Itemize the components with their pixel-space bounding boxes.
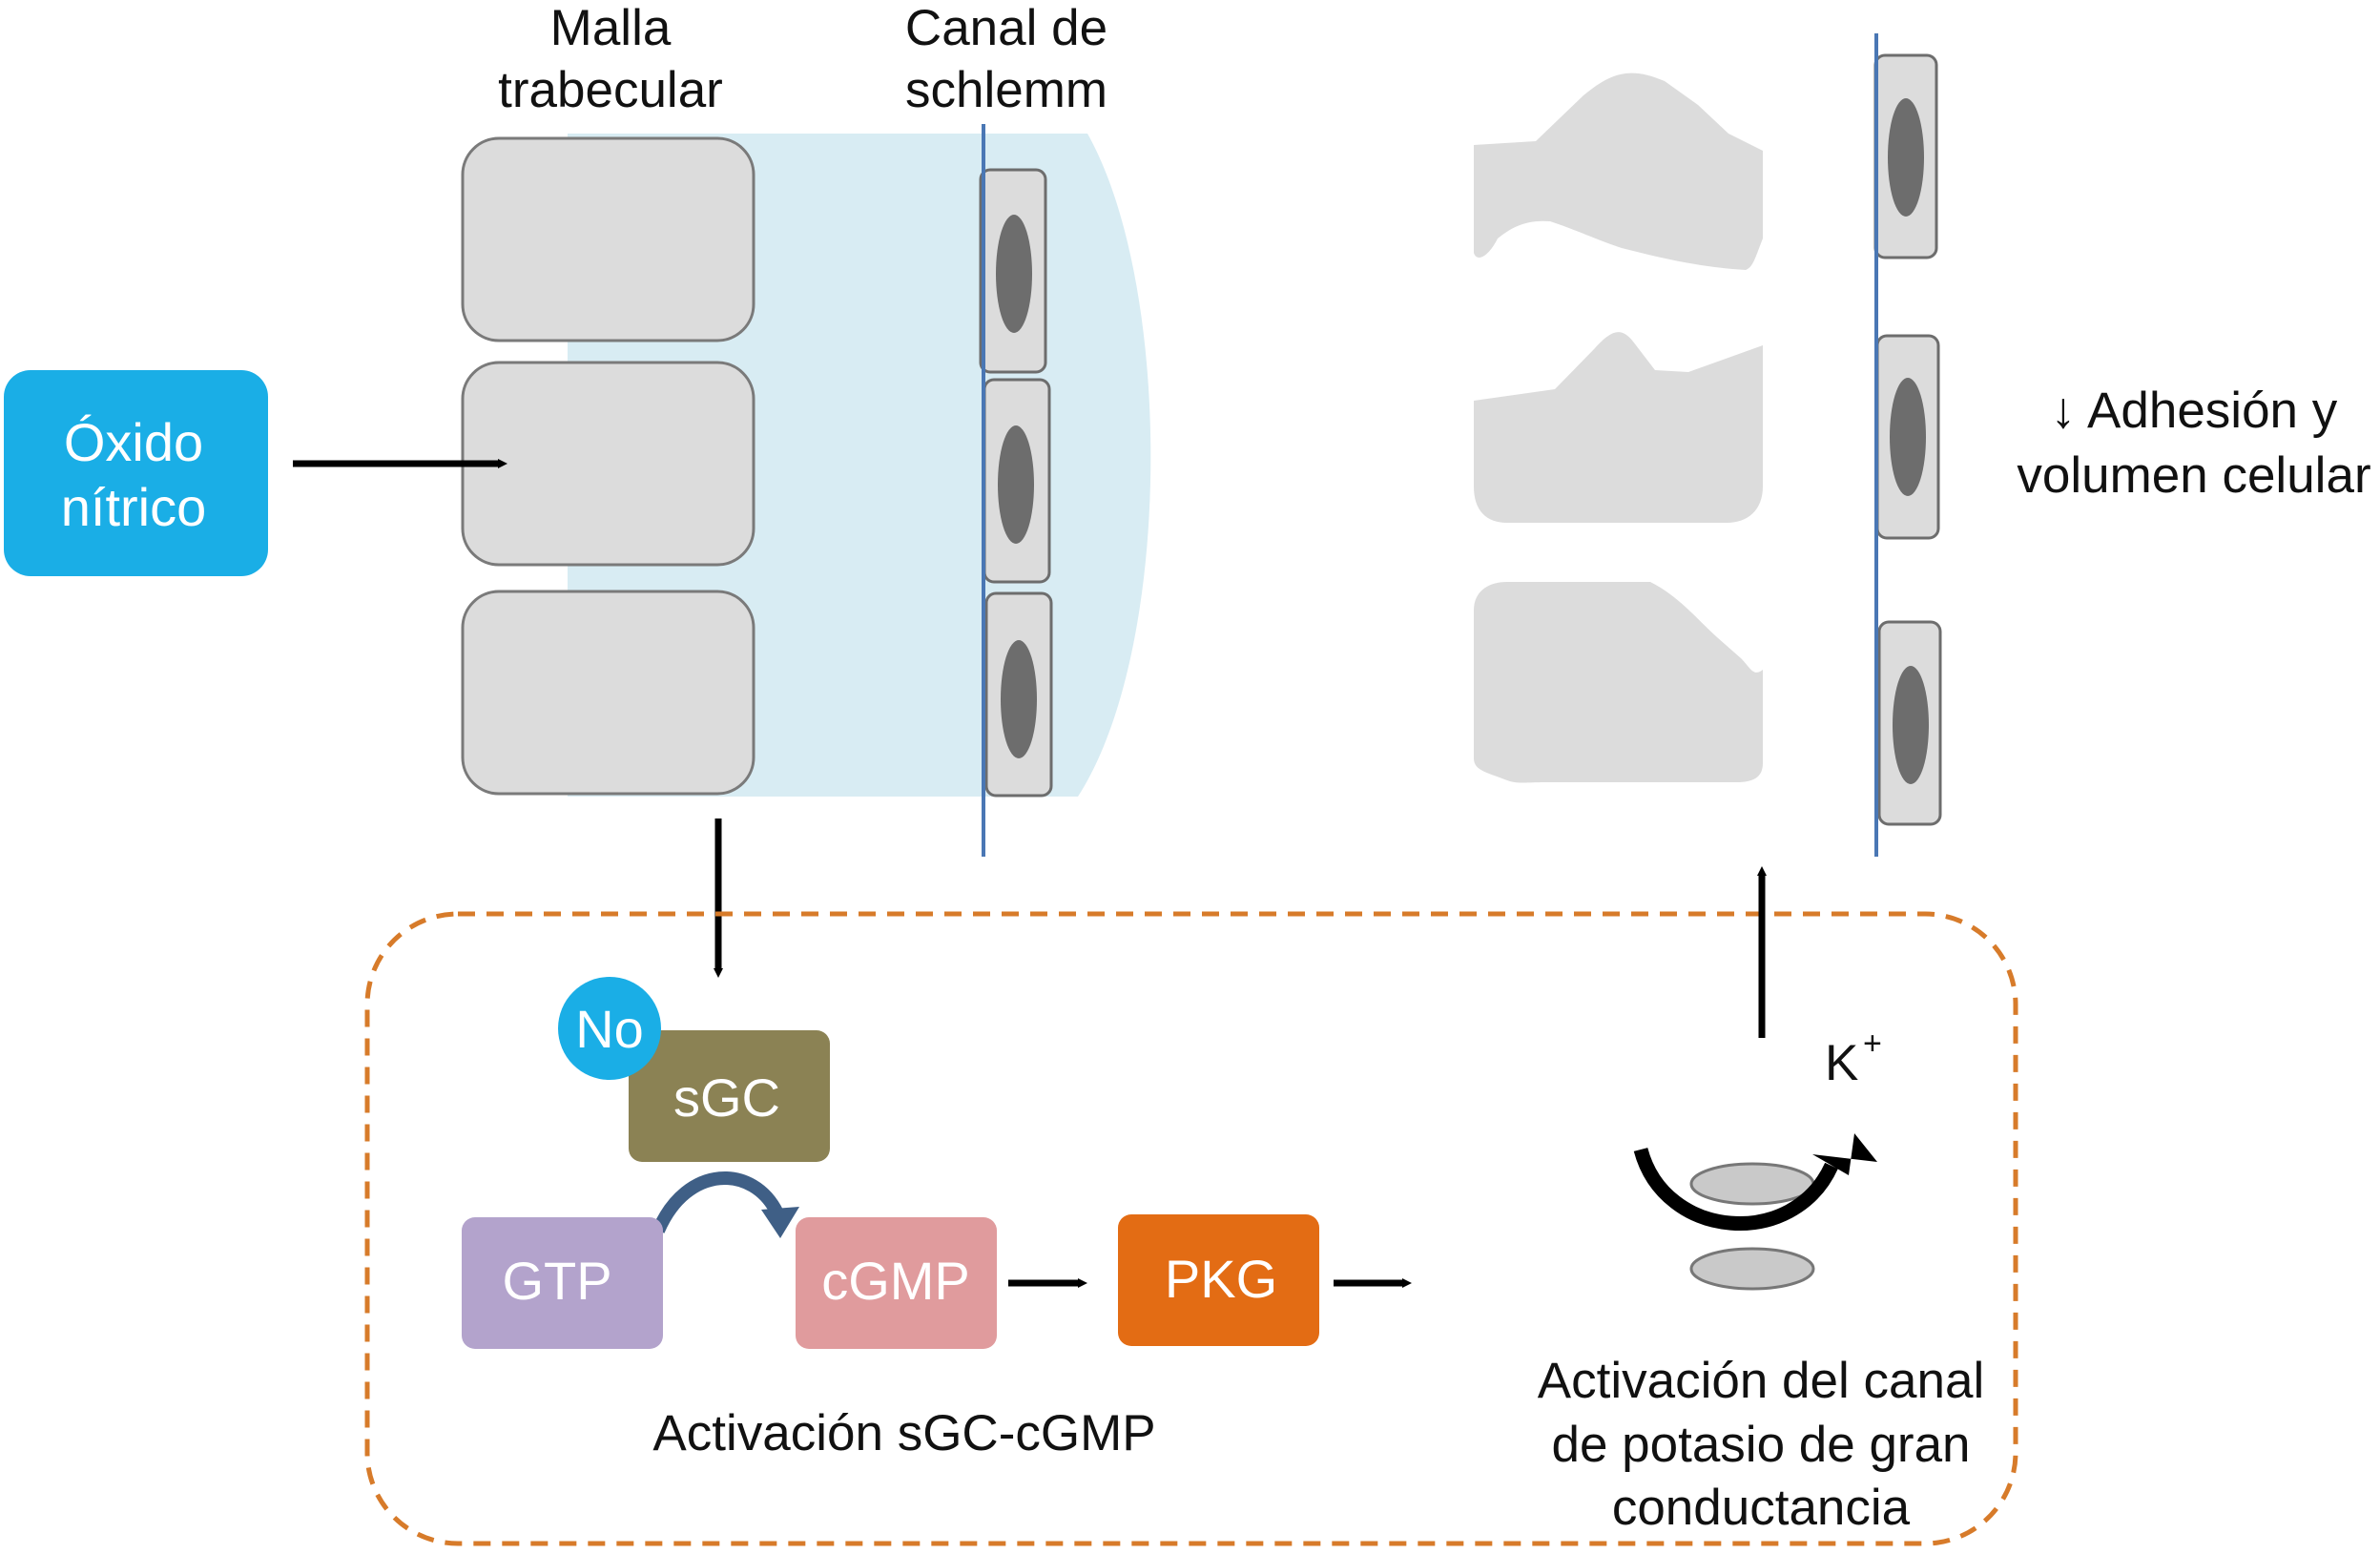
cgmp-box: cGMP [796,1217,997,1349]
shrunken-cell [1474,582,1763,783]
potassium-channel-icon [1633,1133,1877,1291]
svg-text:No: No [575,999,644,1059]
pkg-box: PKG [1118,1214,1319,1346]
svg-text:conductancia: conductancia [1612,1480,1911,1536]
relaxed-trabecular-cells [1474,73,1763,783]
svg-text:de potasio de gran: de potasio de gran [1551,1417,1970,1473]
svg-text:cGMP: cGMP [821,1251,970,1311]
cell-nucleus [1888,98,1924,217]
svg-text:sGC: sGC [673,1067,780,1128]
signaling-pathway-box [364,911,2018,1546]
cell-nucleus [1893,666,1929,784]
endothelial-cells-right [1873,53,1942,826]
svg-text:Activación del canal: Activación del canal [1538,1353,1984,1409]
endothelial-cells-left [979,168,1053,798]
svg-text:K: K [1825,1035,1858,1091]
trabecular-cell [461,590,755,796]
svg-text:Óxido: Óxido [64,412,203,472]
cell-nucleus [1001,640,1037,758]
trabecular-cells [461,136,755,796]
schlemm-canal-label: Canal de schlemm [905,0,1107,118]
svg-text:PKG: PKG [1165,1249,1277,1309]
svg-text:Malla: Malla [550,0,672,56]
svg-text:nítrico: nítrico [61,477,207,537]
potassium-ion-label: K + [1825,1026,1882,1091]
adhesion-volume-label: ↓ Adhesión y volumen celular [2017,383,2370,504]
shrunken-cell [1474,73,1763,270]
svg-text:+: + [1863,1026,1882,1062]
sgc-box: sGC [629,1030,830,1162]
svg-text:Canal de: Canal de [905,0,1107,56]
svg-text:volumen celular: volumen celular [2017,447,2370,504]
cell-nucleus [998,425,1034,544]
nitric-oxide-box: Óxido nítrico [4,370,268,576]
trabecular-cell [461,136,755,342]
cell-nucleus [996,215,1032,333]
gtp-to-cgmp-curved-arrow [652,1171,784,1233]
bk-channel-activation-label: Activación del canal de potasio de gran … [1538,1353,1984,1536]
sgc-cgmp-activation-label: Activación sGC-cGMP [652,1405,1155,1461]
curved-arrowhead [761,1207,799,1238]
cell-nucleus [1890,378,1926,496]
trabecular-meshwork-label: Malla trabecular [498,0,723,118]
shrunken-cell [1474,332,1763,523]
gtp-box: GTP [462,1217,663,1349]
svg-text:schlemm: schlemm [905,62,1107,118]
trabecular-cell [461,361,755,567]
svg-text:trabecular: trabecular [498,62,723,118]
no-molecule-circle: No [558,977,661,1080]
svg-text:↓ Adhesión y: ↓ Adhesión y [2051,383,2338,439]
svg-text:GTP: GTP [502,1251,611,1311]
